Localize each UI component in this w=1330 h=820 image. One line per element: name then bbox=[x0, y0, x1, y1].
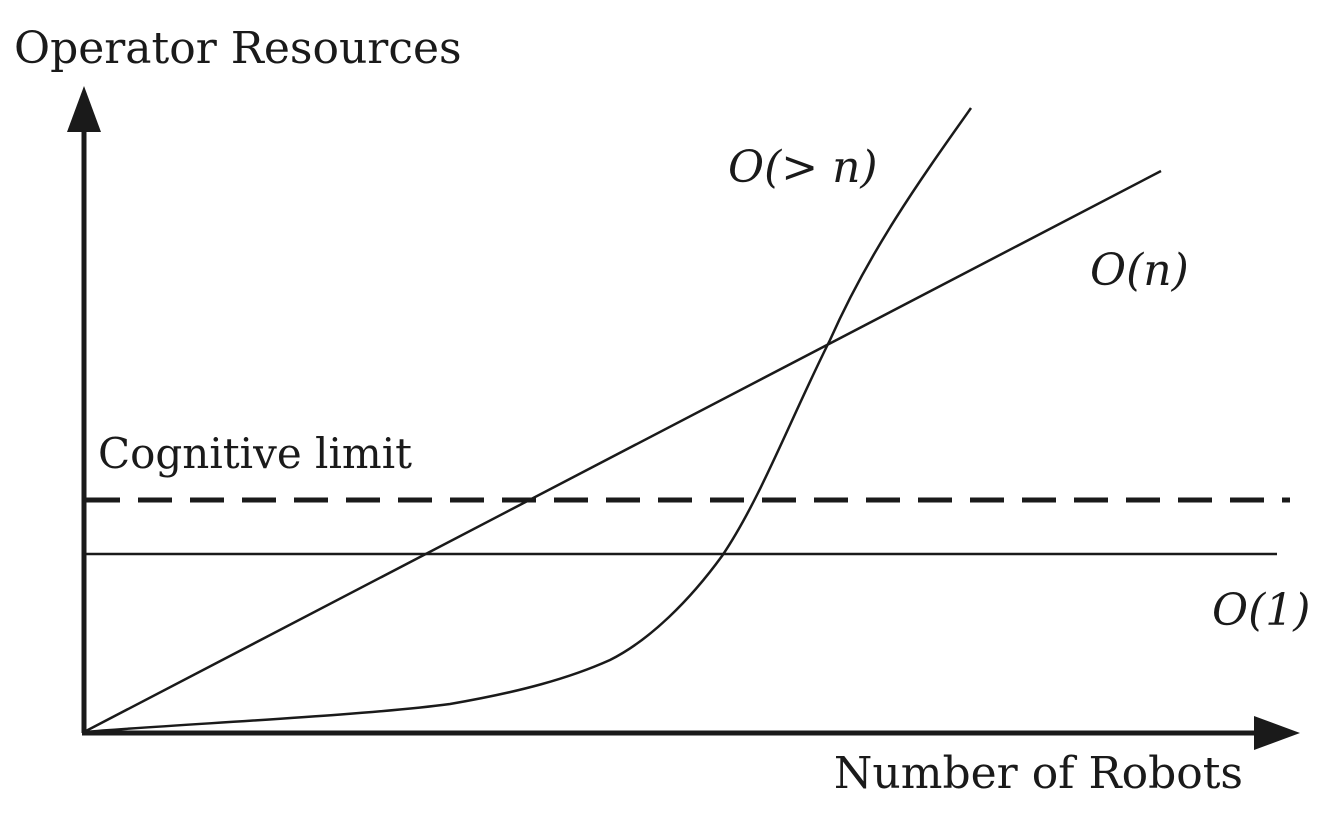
x-axis-label: Number of Robots bbox=[834, 748, 1243, 799]
y-axis bbox=[67, 86, 101, 733]
x-axis-arrowhead bbox=[1254, 716, 1300, 750]
linear-curve bbox=[83, 169, 1162, 734]
cognitive-limit-label: Cognitive limit bbox=[98, 429, 412, 478]
x-axis bbox=[82, 716, 1300, 750]
linear-curve-label: O(n) bbox=[1090, 245, 1189, 296]
superlinear-curve-label: O(> n) bbox=[728, 142, 878, 193]
superlinear-curve bbox=[83, 107, 973, 734]
y-axis-label: Operator Resources bbox=[14, 23, 462, 74]
y-axis-arrowhead bbox=[67, 86, 101, 132]
constant-curve-label: O(1) bbox=[1212, 585, 1310, 636]
